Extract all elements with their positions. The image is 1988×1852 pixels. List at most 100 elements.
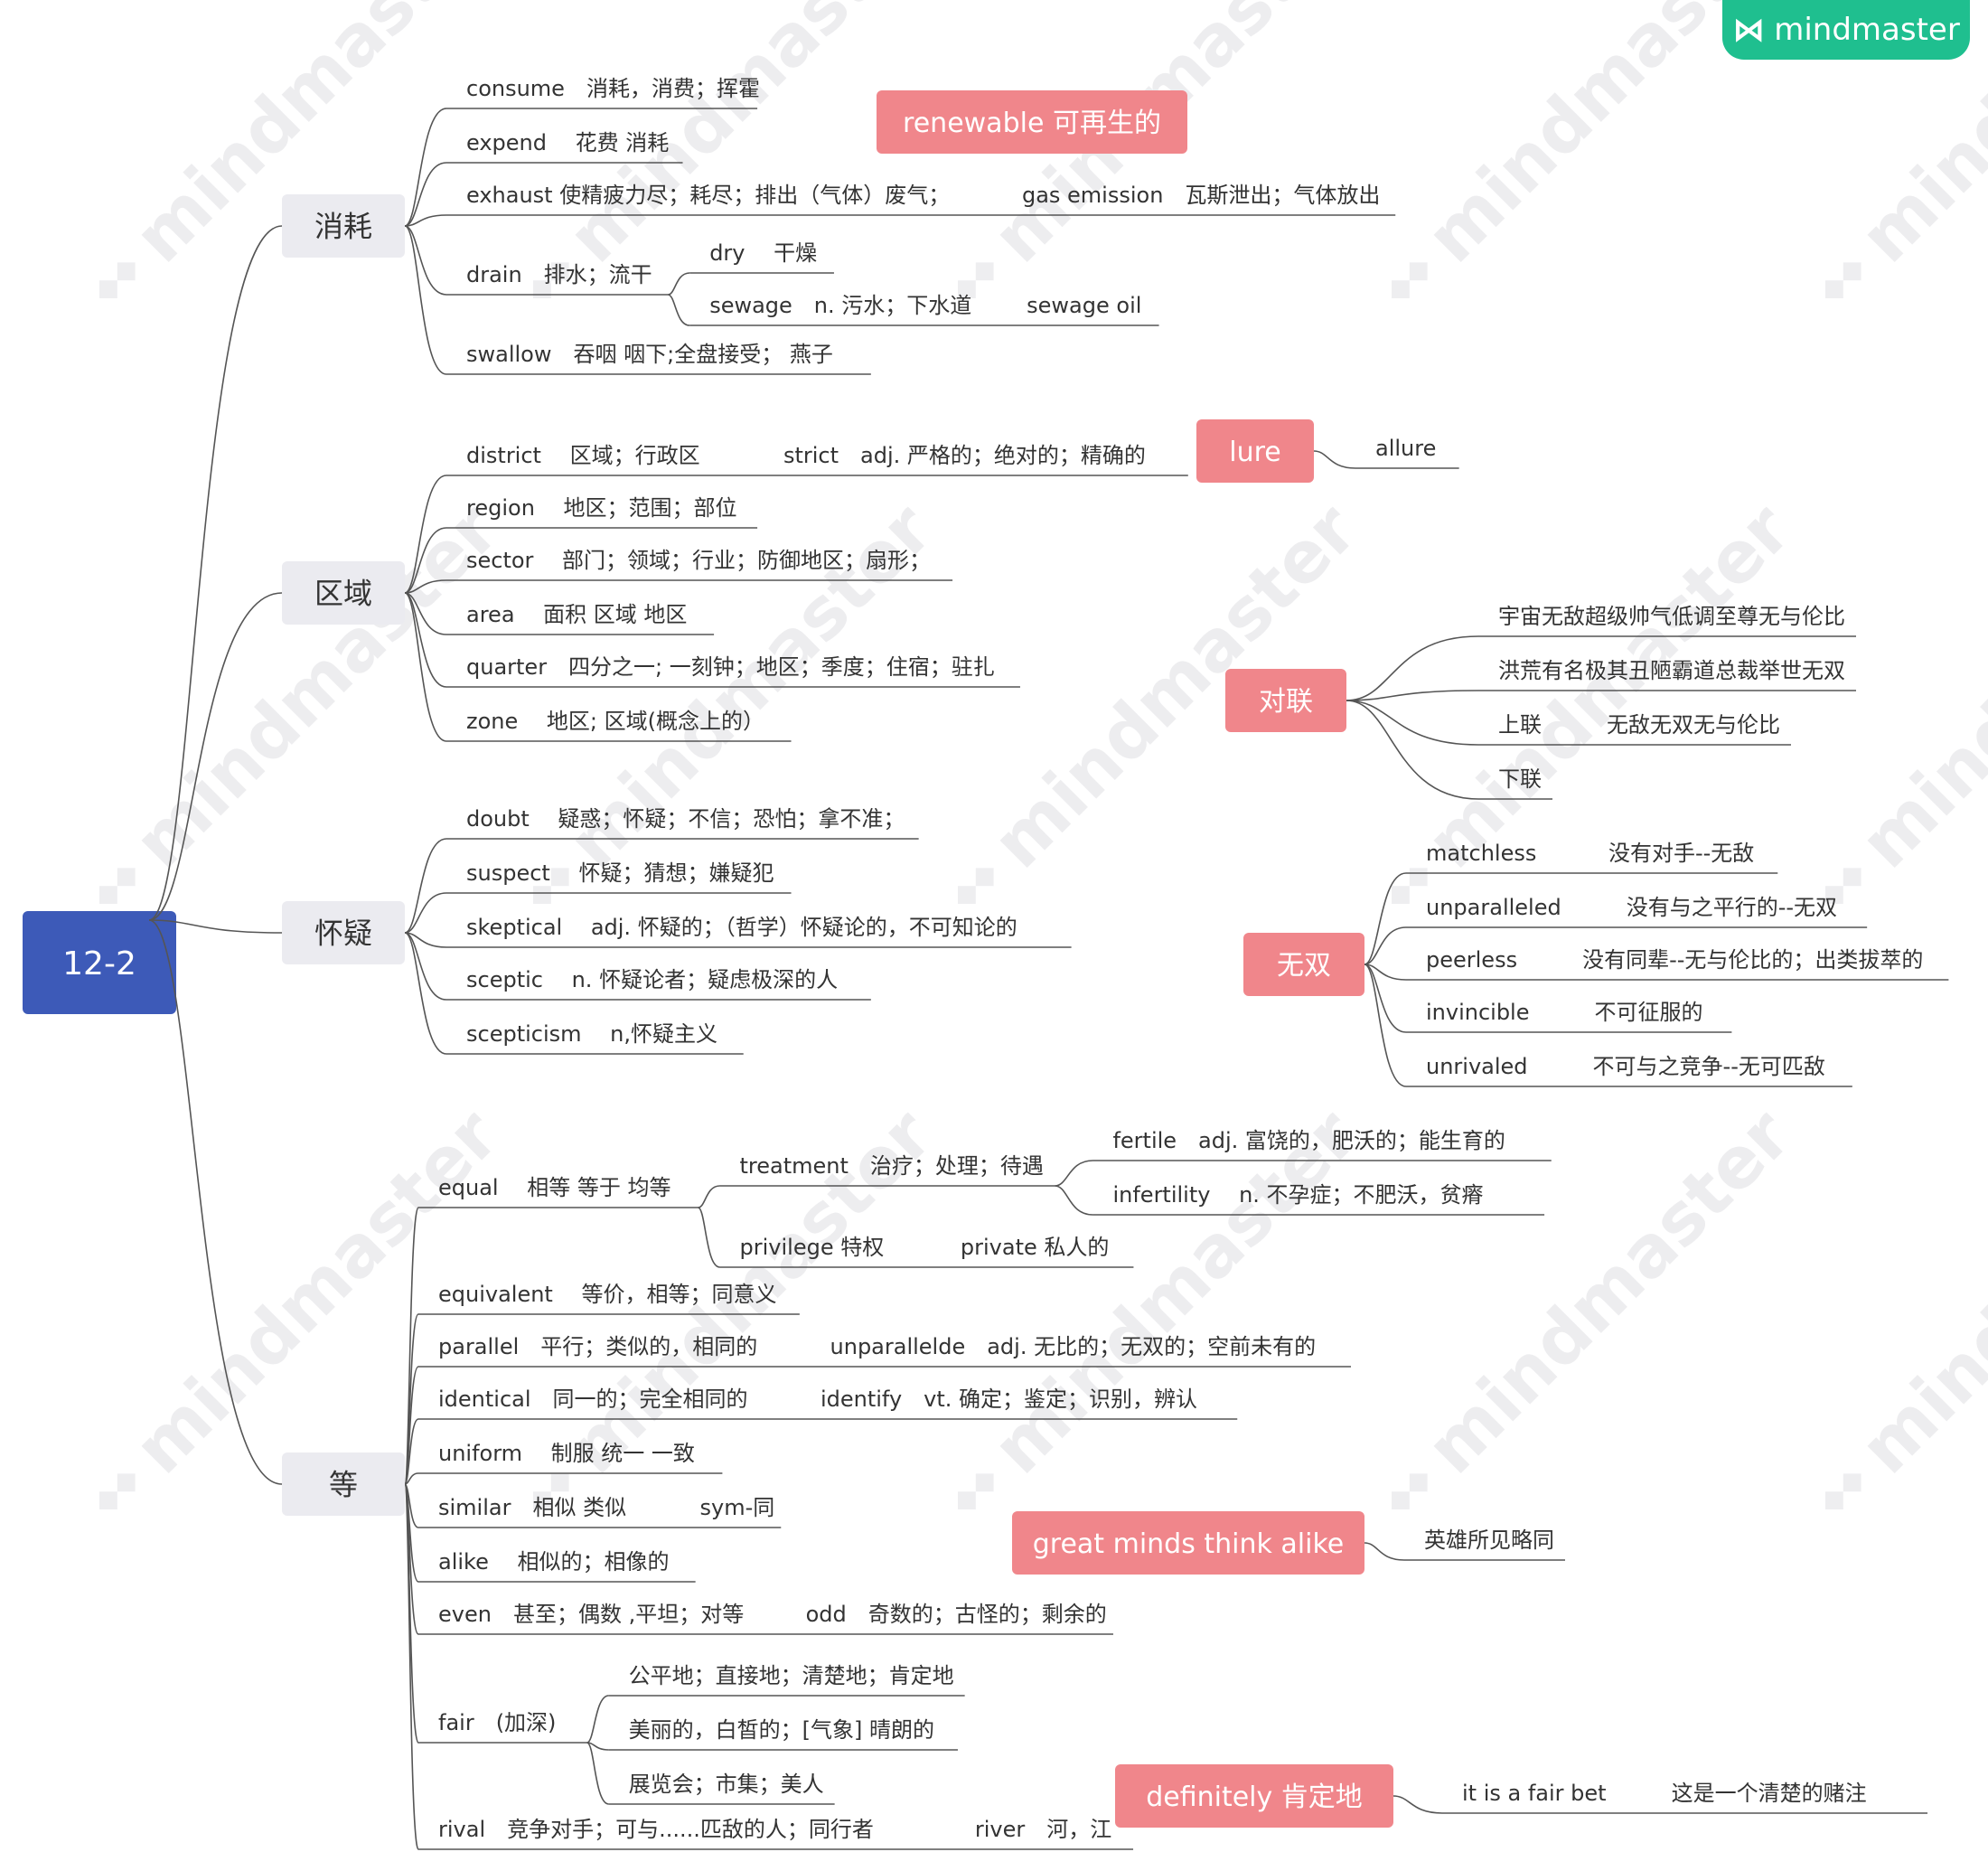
watermark-logo-icon [1392, 262, 1428, 298]
branch-connector [404, 475, 447, 594]
topic-item: area 面积 区域 地区 [466, 602, 687, 627]
topic-item: parallel 平行；类似的，相同的 [438, 1334, 757, 1359]
floating-connector [1346, 690, 1479, 701]
floating-subtopic: invincible 不可征服的 [1426, 1000, 1703, 1025]
branch-node-shape [282, 901, 405, 964]
branch-node-label: 等 [329, 1468, 358, 1502]
subtopic-connector [586, 1742, 609, 1805]
floating-topic-label: lure [1229, 437, 1280, 468]
watermark: mindmaster [99, 0, 515, 298]
floating-topic[interactable]: renewable 可再生的 [877, 90, 1187, 154]
watermark-text: mindmaster [1411, 488, 1807, 884]
branch-connector [404, 1418, 419, 1485]
floating-subtopic: allure [1375, 436, 1436, 461]
topic-item: equivalent 等价，相等；同意义 [438, 1282, 776, 1307]
topic-item: region 地区；范围；部位 [466, 495, 737, 521]
floating-topic[interactable]: 对联 [1225, 669, 1346, 732]
floating-topic-label: great minds think alike [1033, 1528, 1345, 1560]
branch-node[interactable]: 怀疑 [282, 901, 405, 964]
topic-item-extra: river 河，江 [975, 1817, 1111, 1842]
floating-topic[interactable]: 无双 [1243, 933, 1364, 996]
watermark-logo-icon [1825, 1473, 1861, 1509]
floating-topic[interactable]: lure [1196, 419, 1314, 483]
floating-connector [1364, 926, 1407, 965]
subtopic-connector [698, 1185, 720, 1208]
floating-topic[interactable]: definitely 肯定地 [1115, 1764, 1393, 1828]
topic-item-extra: gas emission 瓦斯泄出；气体放出 [1022, 183, 1380, 208]
branch-connector [404, 892, 447, 934]
branch-connector [404, 592, 447, 742]
subtopic-item: sewage n. 污水；下水道 [709, 293, 971, 318]
topic-item: scepticism n,怀疑主义 [466, 1021, 717, 1047]
watermark-logo-icon [99, 868, 136, 904]
topic-item: district 区域；行政区 [466, 443, 700, 468]
floating-topic[interactable]: great minds think alike [1012, 1511, 1364, 1575]
root-node[interactable]: 12-2 [23, 911, 176, 1014]
branch-node[interactable]: 等 [282, 1452, 405, 1516]
branch-connector [404, 1483, 419, 1850]
subtopic-connector [1055, 1185, 1093, 1216]
subtopic-connector [697, 1207, 720, 1268]
floating-topic-shape [877, 90, 1187, 154]
floating-connector [1393, 1795, 1443, 1814]
watermark-logo-icon [958, 868, 994, 904]
topic-item: identical 同一的；完全相同的 [438, 1387, 748, 1412]
topic-item-extra: odd 奇数的；古怪的；剩余的 [806, 1602, 1107, 1627]
watermark-logo-icon [958, 262, 994, 298]
topic-item: uniform 制服 统一 一致 [438, 1441, 695, 1466]
branch-connector [404, 579, 447, 594]
watermark: mindmaster [958, 0, 1374, 298]
floating-subtopic: matchless 没有对手--无敌 [1426, 841, 1754, 866]
floating-connector [1364, 964, 1407, 1033]
topic-item: similar 相似 类似 [438, 1495, 626, 1520]
branch-node[interactable]: 消耗 [282, 194, 405, 258]
branch-node-label: 区域 [314, 577, 372, 611]
topic-item-extra: identify vt. 确定；鉴定；识别，辨认 [821, 1387, 1197, 1412]
watermark-text: mindmaster [1411, 1094, 1807, 1490]
topic-item-extra: sym-同 [700, 1495, 775, 1520]
branch-connector [404, 527, 447, 594]
floating-subtopic: 下联 [1498, 766, 1542, 792]
watermark-logo-icon [99, 1473, 136, 1509]
floating-topic-label: 对联 [1259, 686, 1313, 718]
floating-connector [1364, 964, 1407, 1087]
floating-subtopic: it is a fair bet 这是一个清楚的赌注 [1462, 1781, 1867, 1806]
topic-item: alike 相似的；相像的 [438, 1549, 669, 1575]
floating-subtopic: unparalleled 没有与之平行的--无双 [1426, 895, 1837, 920]
root-connector [148, 225, 283, 921]
topic-item: exhaust 使精疲力尽；耗尽；排出（气体）废气； [466, 183, 950, 208]
root-connector [148, 919, 283, 934]
floating-connector [1364, 872, 1407, 965]
branch-node[interactable]: 区域 [282, 561, 405, 625]
watermark-logo-icon [99, 262, 136, 298]
floating-topic-shape [1115, 1764, 1393, 1828]
brand-badge[interactable]: ⋈ mindmaster [1722, 0, 1970, 60]
branch-connector [404, 932, 447, 1001]
watermark-text: mindmaster [1845, 488, 1988, 884]
floating-connector [1346, 700, 1479, 746]
root-node-shape [23, 911, 176, 1014]
floating-topic-shape [1225, 669, 1346, 732]
floating-topic-label: definitely 肯定地 [1146, 1781, 1363, 1813]
floating-topic-label: 无双 [1277, 950, 1331, 982]
branch-connector [404, 225, 447, 296]
watermark-logo-icon [533, 868, 569, 904]
floating-topic-shape [1243, 933, 1364, 996]
branch-node-label: 消耗 [314, 210, 372, 244]
topic-item: swallow 吞咽 咽下;全盘接受； 燕子 [466, 342, 833, 367]
branch-node-label: 怀疑 [314, 917, 372, 951]
branch-node-shape [282, 194, 405, 258]
floating-connector [1346, 700, 1479, 800]
subtopic-item: treatment 治疗；处理；待遇 [740, 1153, 1044, 1179]
topic-item: even 甚至；偶数 ,平坦；对等 [438, 1602, 744, 1627]
topic-item: drain 排水；流干 [466, 262, 652, 287]
topic-item: sector 部门；领域；行业；防御地区；扇形； [466, 548, 931, 573]
floating-topic-label: renewable 可再生的 [903, 108, 1161, 139]
brand-name: mindmaster [1774, 12, 1960, 48]
topic-item: doubt 疑惑；怀疑；不信；恐怕；拿不准； [466, 806, 905, 832]
subtopic-item: infertility n. 不孕症；不肥沃，贫瘠 [1112, 1182, 1483, 1208]
root-connector [148, 919, 283, 1485]
floating-subtopic: 英雄所见略同 [1424, 1528, 1554, 1553]
topic-item: sceptic n. 怀疑论者；疑虑极深的人 [466, 967, 838, 992]
